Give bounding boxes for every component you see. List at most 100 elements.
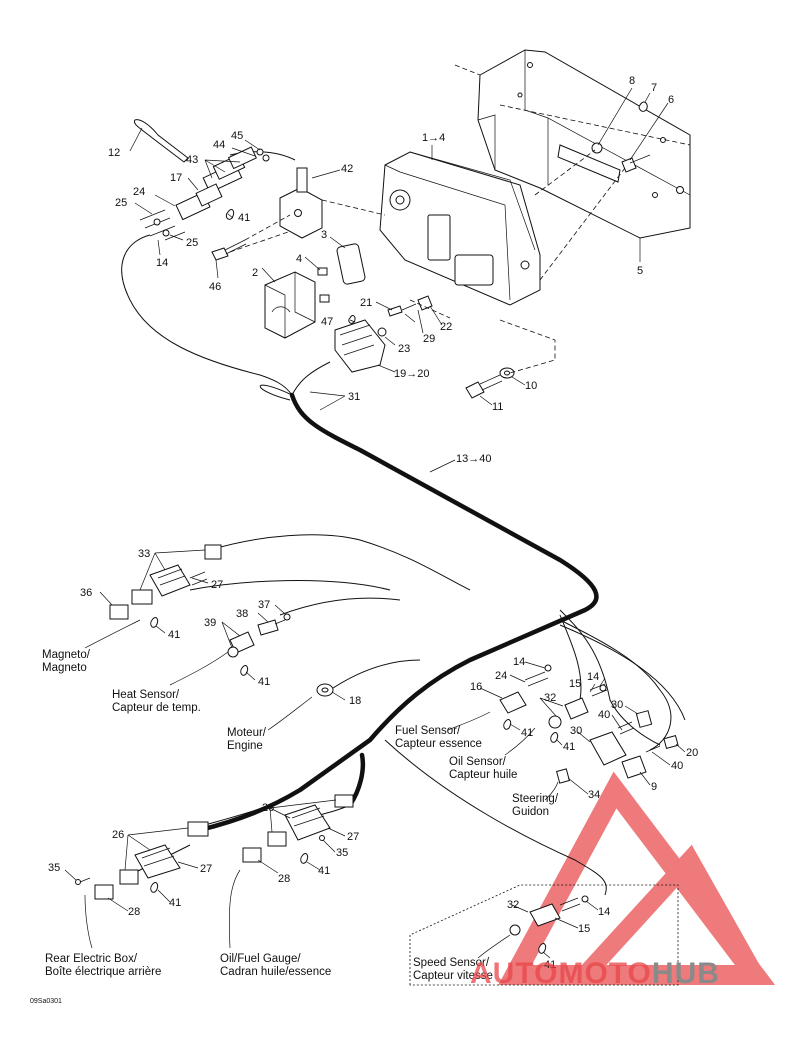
callout-45: 45 [231, 130, 243, 142]
caption-moteur: Moteur/ [227, 727, 267, 739]
callout-20: 20 [686, 747, 698, 759]
diagram-code: 09Sa0301 [30, 998, 62, 1005]
callout-41: 41 [169, 897, 181, 909]
callout-3: 3 [321, 229, 327, 241]
callout-14: 14 [513, 656, 525, 668]
callout-33: 33 [138, 548, 150, 560]
caption-gauge-fr: Cadran huile/essence [220, 966, 331, 978]
caption-fuel-fr: Capteur essence [395, 738, 482, 750]
caption-steering-fr: Guidon [512, 806, 549, 818]
caption-fuel-en: Fuel Sensor/ [395, 725, 461, 737]
callout-22: 22 [440, 321, 452, 333]
callout-27: 27 [211, 579, 223, 591]
watermark-logo [498, 771, 776, 985]
callout-14: 14 [587, 671, 599, 683]
callout-17: 17 [170, 172, 182, 184]
callout-43: 43 [186, 154, 198, 166]
callout-6: 6 [668, 94, 674, 106]
callout-32: 32 [507, 899, 519, 911]
callout-38: 38 [236, 608, 248, 620]
callout-13-40: 13→40 [456, 453, 491, 465]
callout-41: 41 [238, 212, 250, 224]
callout-12: 12 [108, 147, 120, 159]
callout-32: 32 [544, 692, 556, 704]
callout-10: 10 [525, 380, 537, 392]
callout-26: 26 [112, 829, 124, 841]
caption-speed-en: Speed Sensor/ [413, 957, 490, 969]
callout-41: 41 [563, 741, 575, 753]
callout-23: 23 [398, 343, 410, 355]
callout-47: 47 [321, 316, 333, 328]
callout-2: 2 [252, 267, 258, 279]
caption-engine: Engine [227, 740, 263, 752]
lower-left-components [75, 794, 354, 900]
caption-heat-en: Heat Sensor/ [112, 689, 180, 701]
callout-40: 40 [598, 709, 610, 721]
ecu-module [379, 151, 541, 306]
caption-heat-fr: Capteur de temp. [112, 702, 201, 714]
callout-25: 25 [186, 237, 198, 249]
callout-41: 41 [544, 959, 556, 971]
callout-15: 15 [578, 923, 590, 935]
right-components [499, 664, 679, 784]
callout-36: 36 [80, 587, 92, 599]
callout-15: 15 [569, 678, 581, 690]
callout-25: 25 [115, 197, 127, 209]
caption-steering-en: Steering/ [512, 793, 559, 805]
callout-34: 34 [588, 789, 600, 801]
caption-rear-box-en: Rear Electric Box/ [45, 953, 138, 965]
watermark-text: AUTOMOTOHUB [470, 957, 720, 990]
callout-9: 9 [651, 781, 657, 793]
callout-44: 44 [213, 139, 225, 151]
callout-4: 4 [296, 253, 302, 265]
callout-39: 39 [204, 617, 216, 629]
upper-parts [133, 101, 651, 399]
callout-30: 30 [570, 725, 582, 737]
caption-arrows [84, 619, 559, 959]
callout-18: 18 [349, 695, 361, 707]
captions: Magneto/ Magneto Heat Sensor/ Capteur de… [30, 649, 559, 1005]
engine-components [109, 544, 334, 697]
callout-31: 31 [348, 391, 360, 403]
callout-24: 24 [495, 670, 507, 682]
callout-14: 14 [156, 257, 168, 269]
callout-35: 35 [336, 847, 348, 859]
callout-27: 27 [200, 863, 212, 875]
callout-26: 26 [262, 802, 274, 814]
callout-24: 24 [133, 186, 145, 198]
callout-19-20: 19→20 [394, 368, 429, 380]
callout-41: 41 [168, 629, 180, 641]
callout-29: 29 [423, 333, 435, 345]
caption-oil-en: Oil Sensor/ [449, 756, 507, 768]
callout-11: 11 [492, 401, 503, 413]
callout-14: 14 [598, 906, 610, 918]
callout-8: 8 [629, 75, 635, 87]
callout-1-4: 1→4 [422, 132, 445, 144]
callout-35: 35 [48, 862, 60, 874]
main-harness [121, 151, 686, 896]
callout-46: 46 [209, 281, 221, 293]
mounting-bracket [477, 49, 691, 239]
callout-5: 5 [637, 265, 643, 277]
callout-27: 27 [347, 831, 359, 843]
callout-28: 28 [278, 873, 290, 885]
callout-42: 42 [341, 163, 353, 175]
caption-magneto-fr: Magneto [42, 662, 87, 674]
callout-30: 30 [611, 699, 623, 711]
callout-41: 41 [258, 676, 270, 688]
callout-28: 28 [128, 906, 140, 918]
alignment-lines [229, 64, 691, 374]
caption-gauge-en: Oil/Fuel Gauge/ [220, 953, 301, 965]
speed-sensor-box [409, 884, 679, 986]
caption-oil-fr: Capteur huile [449, 769, 517, 781]
callout-41: 41 [318, 865, 330, 877]
leader-lines [64, 87, 686, 959]
caption-rear-box-fr: Boîte électrique arrière [45, 966, 161, 978]
callout-21: 21 [360, 297, 372, 309]
callout-41: 41 [521, 727, 533, 739]
caption-speed-fr: Capteur vitesse [413, 970, 493, 982]
callout-labels: 12 45 44 43 17 24 25 41 25 14 46 42 1→4 … [48, 75, 698, 971]
callout-40: 40 [671, 760, 683, 772]
